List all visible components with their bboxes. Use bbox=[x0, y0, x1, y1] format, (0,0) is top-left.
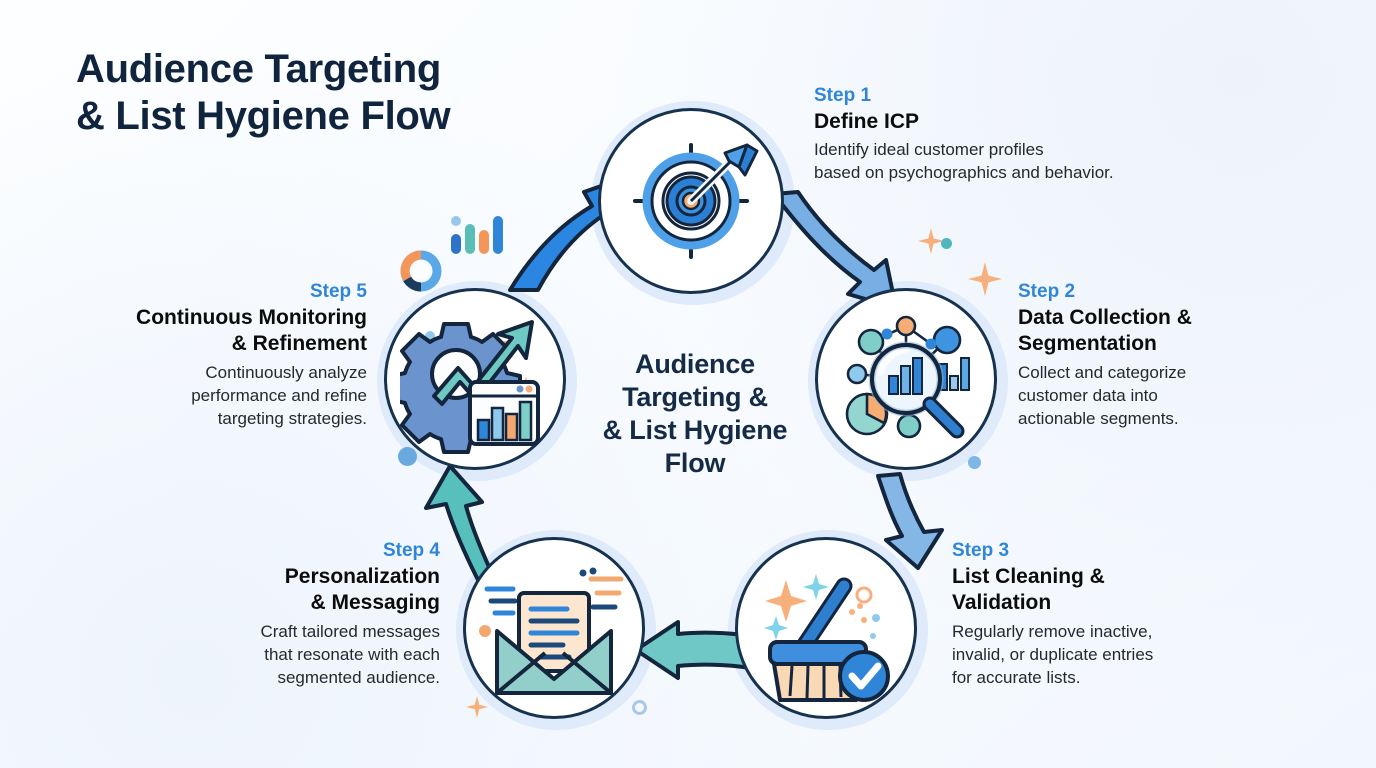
mini-bar-chart-decoration bbox=[451, 216, 503, 254]
step-2-text-block: Step 2 Data Collection & Segmentation Co… bbox=[1018, 280, 1318, 431]
step-1-icon-node[interactable] bbox=[591, 101, 795, 305]
arrow-step2-to-step3 bbox=[876, 472, 944, 570]
step-2-icon-node[interactable] bbox=[808, 281, 1008, 481]
arrow-step3-to-step4 bbox=[634, 620, 752, 680]
arrow-step4-to-step5 bbox=[424, 464, 496, 582]
sparkle-icon bbox=[918, 228, 944, 254]
page-title: Audience Targeting & List Hygiene Flow bbox=[76, 47, 451, 139]
step-5-kicker: Step 5 bbox=[309, 281, 367, 302]
step-4-text-block: Step 4 Personalization & Messaging Craft… bbox=[175, 539, 440, 690]
gear-growth-chart-icon bbox=[387, 291, 563, 467]
center-label: Audience Targeting & & List Hygiene Flow bbox=[602, 349, 788, 478]
target-arrow-icon bbox=[601, 111, 781, 291]
step-3-text-block: Step 3 List Cleaning & Validation Regula… bbox=[952, 539, 1252, 690]
step-5-text-block: Step 5 Continuous Monitoring & Refinemen… bbox=[60, 280, 367, 431]
step-3-title: List Cleaning & Validation bbox=[952, 564, 1105, 615]
dot-decoration bbox=[941, 238, 952, 249]
step-2-title: Data Collection & Segmentation bbox=[1018, 305, 1192, 356]
step-5-icon-node[interactable] bbox=[377, 281, 577, 481]
step-1-description: Identify ideal customer profiles based o… bbox=[814, 140, 1114, 183]
step-1-text-block: Step 1 Define ICP Identify ideal custome… bbox=[814, 84, 1234, 185]
step-3-icon-node[interactable] bbox=[728, 530, 928, 730]
step-2-kicker: Step 2 bbox=[1018, 281, 1076, 302]
step-1-title: Define ICP bbox=[814, 109, 920, 133]
step-2-description: Collect and categorize customer data int… bbox=[1018, 362, 1187, 429]
step-4-title: Personalization & Messaging bbox=[284, 564, 440, 615]
donut-chart-decoration bbox=[400, 250, 442, 292]
network-magnifier-chart-icon bbox=[818, 291, 994, 467]
broom-check-icon bbox=[738, 540, 914, 716]
step-4-icon-node[interactable] bbox=[456, 530, 656, 730]
step-3-description: Regularly remove inactive, invalid, or d… bbox=[952, 621, 1154, 688]
step-3-kicker: Step 3 bbox=[952, 540, 1010, 561]
step-4-description: Craft tailored messages that resonate wi… bbox=[260, 621, 440, 688]
step-1-kicker: Step 1 bbox=[814, 85, 872, 106]
step-5-description: Continuously analyze performance and ref… bbox=[191, 362, 367, 429]
open-envelope-letter-icon bbox=[466, 540, 642, 716]
step-4-kicker: Step 4 bbox=[382, 540, 440, 561]
step-5-title: Continuous Monitoring & Refinement bbox=[136, 305, 367, 356]
